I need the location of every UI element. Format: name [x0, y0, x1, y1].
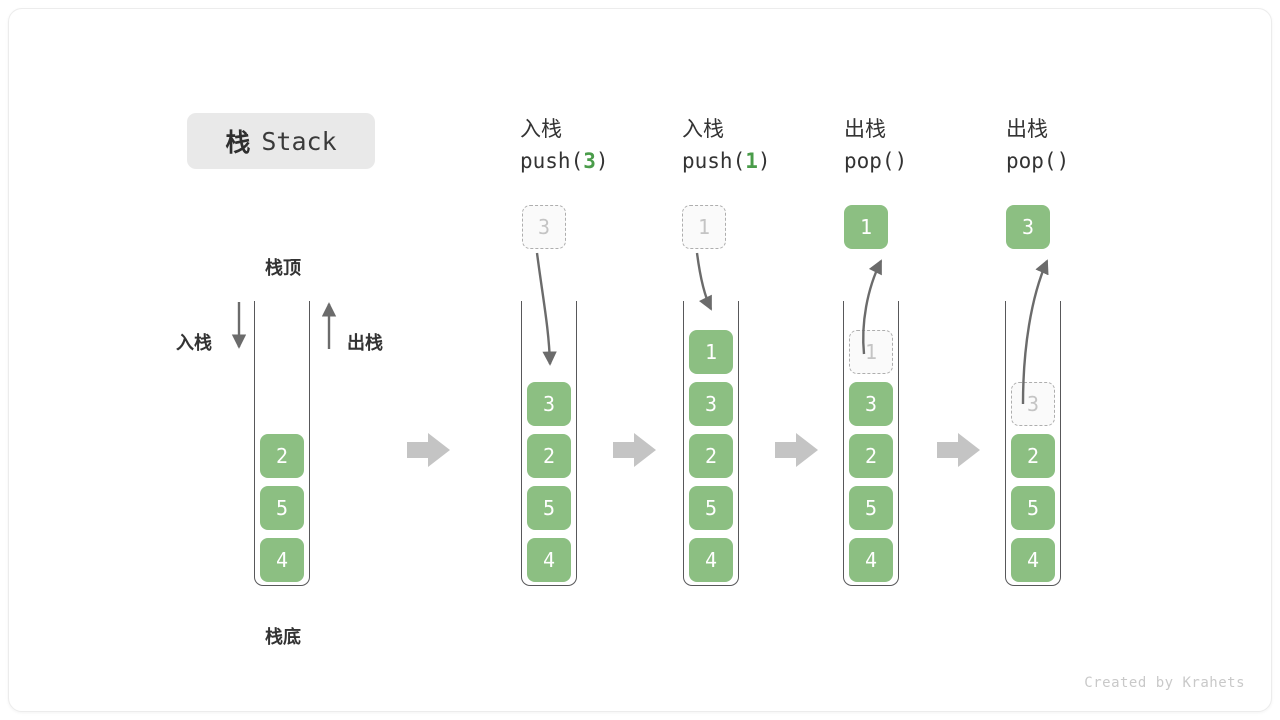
stack-cell: 4 — [260, 538, 304, 582]
title-en: Stack — [261, 126, 337, 156]
flow-arrow-icon — [613, 433, 656, 467]
column-header-pop3: 出栈 pop() — [1006, 115, 1156, 177]
op-label-cn: 出栈 — [1006, 118, 1048, 141]
op-label-cn: 入栈 — [682, 118, 724, 141]
stack-cell-ghost: 1 — [849, 330, 893, 374]
stack-cell: 3 — [689, 382, 733, 426]
stack-after-pop3: 3 2 5 4 — [1005, 301, 1061, 586]
stack-walls — [254, 301, 310, 586]
stack-cell: 5 — [849, 486, 893, 530]
code-post: ) — [1056, 149, 1070, 173]
stack-cell-ghost: 3 — [1011, 382, 1055, 426]
stack-slots: 2 5 4 — [254, 434, 310, 582]
stack-cell: 4 — [1011, 538, 1055, 582]
incoming-element-3: 3 — [522, 205, 566, 249]
code-arg: 3 — [583, 149, 596, 173]
stack-slots: 3 2 5 4 — [521, 382, 577, 582]
stack-walls — [521, 301, 577, 586]
code-post: ) — [595, 149, 609, 173]
stack-cell: 3 — [527, 382, 571, 426]
op-label-code: push(3) — [520, 145, 670, 177]
stack-cell: 3 — [849, 382, 893, 426]
stack-after-pop1: 1 3 2 5 4 — [843, 301, 899, 586]
column-header-push3: 入栈 push(3) — [520, 115, 670, 177]
stack-cell: 2 — [849, 434, 893, 478]
stack-slots: 3 2 5 4 — [1005, 382, 1061, 582]
op-label-cn: 出栈 — [844, 118, 886, 141]
code-pre: pop( — [1006, 149, 1057, 173]
stack-initial: 2 5 4 — [254, 301, 310, 586]
stack-walls — [1005, 301, 1061, 586]
column-header-push1: 入栈 push(1) — [682, 115, 832, 177]
stack-after-push3: 3 2 5 4 — [521, 301, 577, 586]
stack-cell: 5 — [689, 486, 733, 530]
title-cn: 栈 — [225, 129, 252, 157]
code-pre: push( — [520, 149, 584, 173]
stack-top-label: 栈顶 — [265, 258, 301, 278]
code-arg: 1 — [745, 149, 758, 173]
stack-walls — [843, 301, 899, 586]
op-label-code: pop() — [1006, 145, 1156, 177]
stack-cell: 4 — [689, 538, 733, 582]
stack-slots: 1 3 2 5 4 — [683, 330, 739, 582]
stack-cell: 5 — [1011, 486, 1055, 530]
column-header-pop1: 出栈 pop() — [844, 115, 994, 177]
title-badge: 栈 Stack — [187, 113, 375, 169]
stack-cell: 5 — [527, 486, 571, 530]
flow-arrow-icon — [407, 433, 450, 467]
incoming-element-1: 1 — [682, 205, 726, 249]
code-pre: pop( — [844, 149, 895, 173]
popped-element-1: 1 — [844, 205, 888, 249]
stack-cell: 5 — [260, 486, 304, 530]
op-label-code: pop() — [844, 145, 994, 177]
flow-arrow-icon — [937, 433, 980, 467]
popped-element-3: 3 — [1006, 205, 1050, 249]
stack-cell: 2 — [689, 434, 733, 478]
op-label-code: push(1) — [682, 145, 832, 177]
flow-arrow-icon — [775, 433, 818, 467]
stack-cell: 4 — [849, 538, 893, 582]
stack-after-push1: 1 3 2 5 4 — [683, 301, 739, 586]
stack-cell: 1 — [689, 330, 733, 374]
stack-cell: 4 — [527, 538, 571, 582]
code-post: ) — [757, 149, 771, 173]
code-pre: push( — [682, 149, 746, 173]
footer-credit: Created by Krahets — [1084, 675, 1245, 691]
push-direction-label: 入栈 — [176, 333, 212, 353]
stack-walls — [683, 301, 739, 586]
stack-slots: 1 3 2 5 4 — [843, 330, 899, 582]
pop-direction-label: 出栈 — [347, 333, 383, 353]
diagram-canvas: 栈 Stack 栈顶 栈底 入栈 出栈 入栈 push(3) 入栈 push(1… — [8, 8, 1272, 712]
stack-cell: 2 — [260, 434, 304, 478]
op-label-cn: 入栈 — [520, 118, 562, 141]
stack-bottom-label: 栈底 — [265, 627, 301, 647]
stack-cell: 2 — [527, 434, 571, 478]
code-post: ) — [894, 149, 908, 173]
stack-cell: 2 — [1011, 434, 1055, 478]
